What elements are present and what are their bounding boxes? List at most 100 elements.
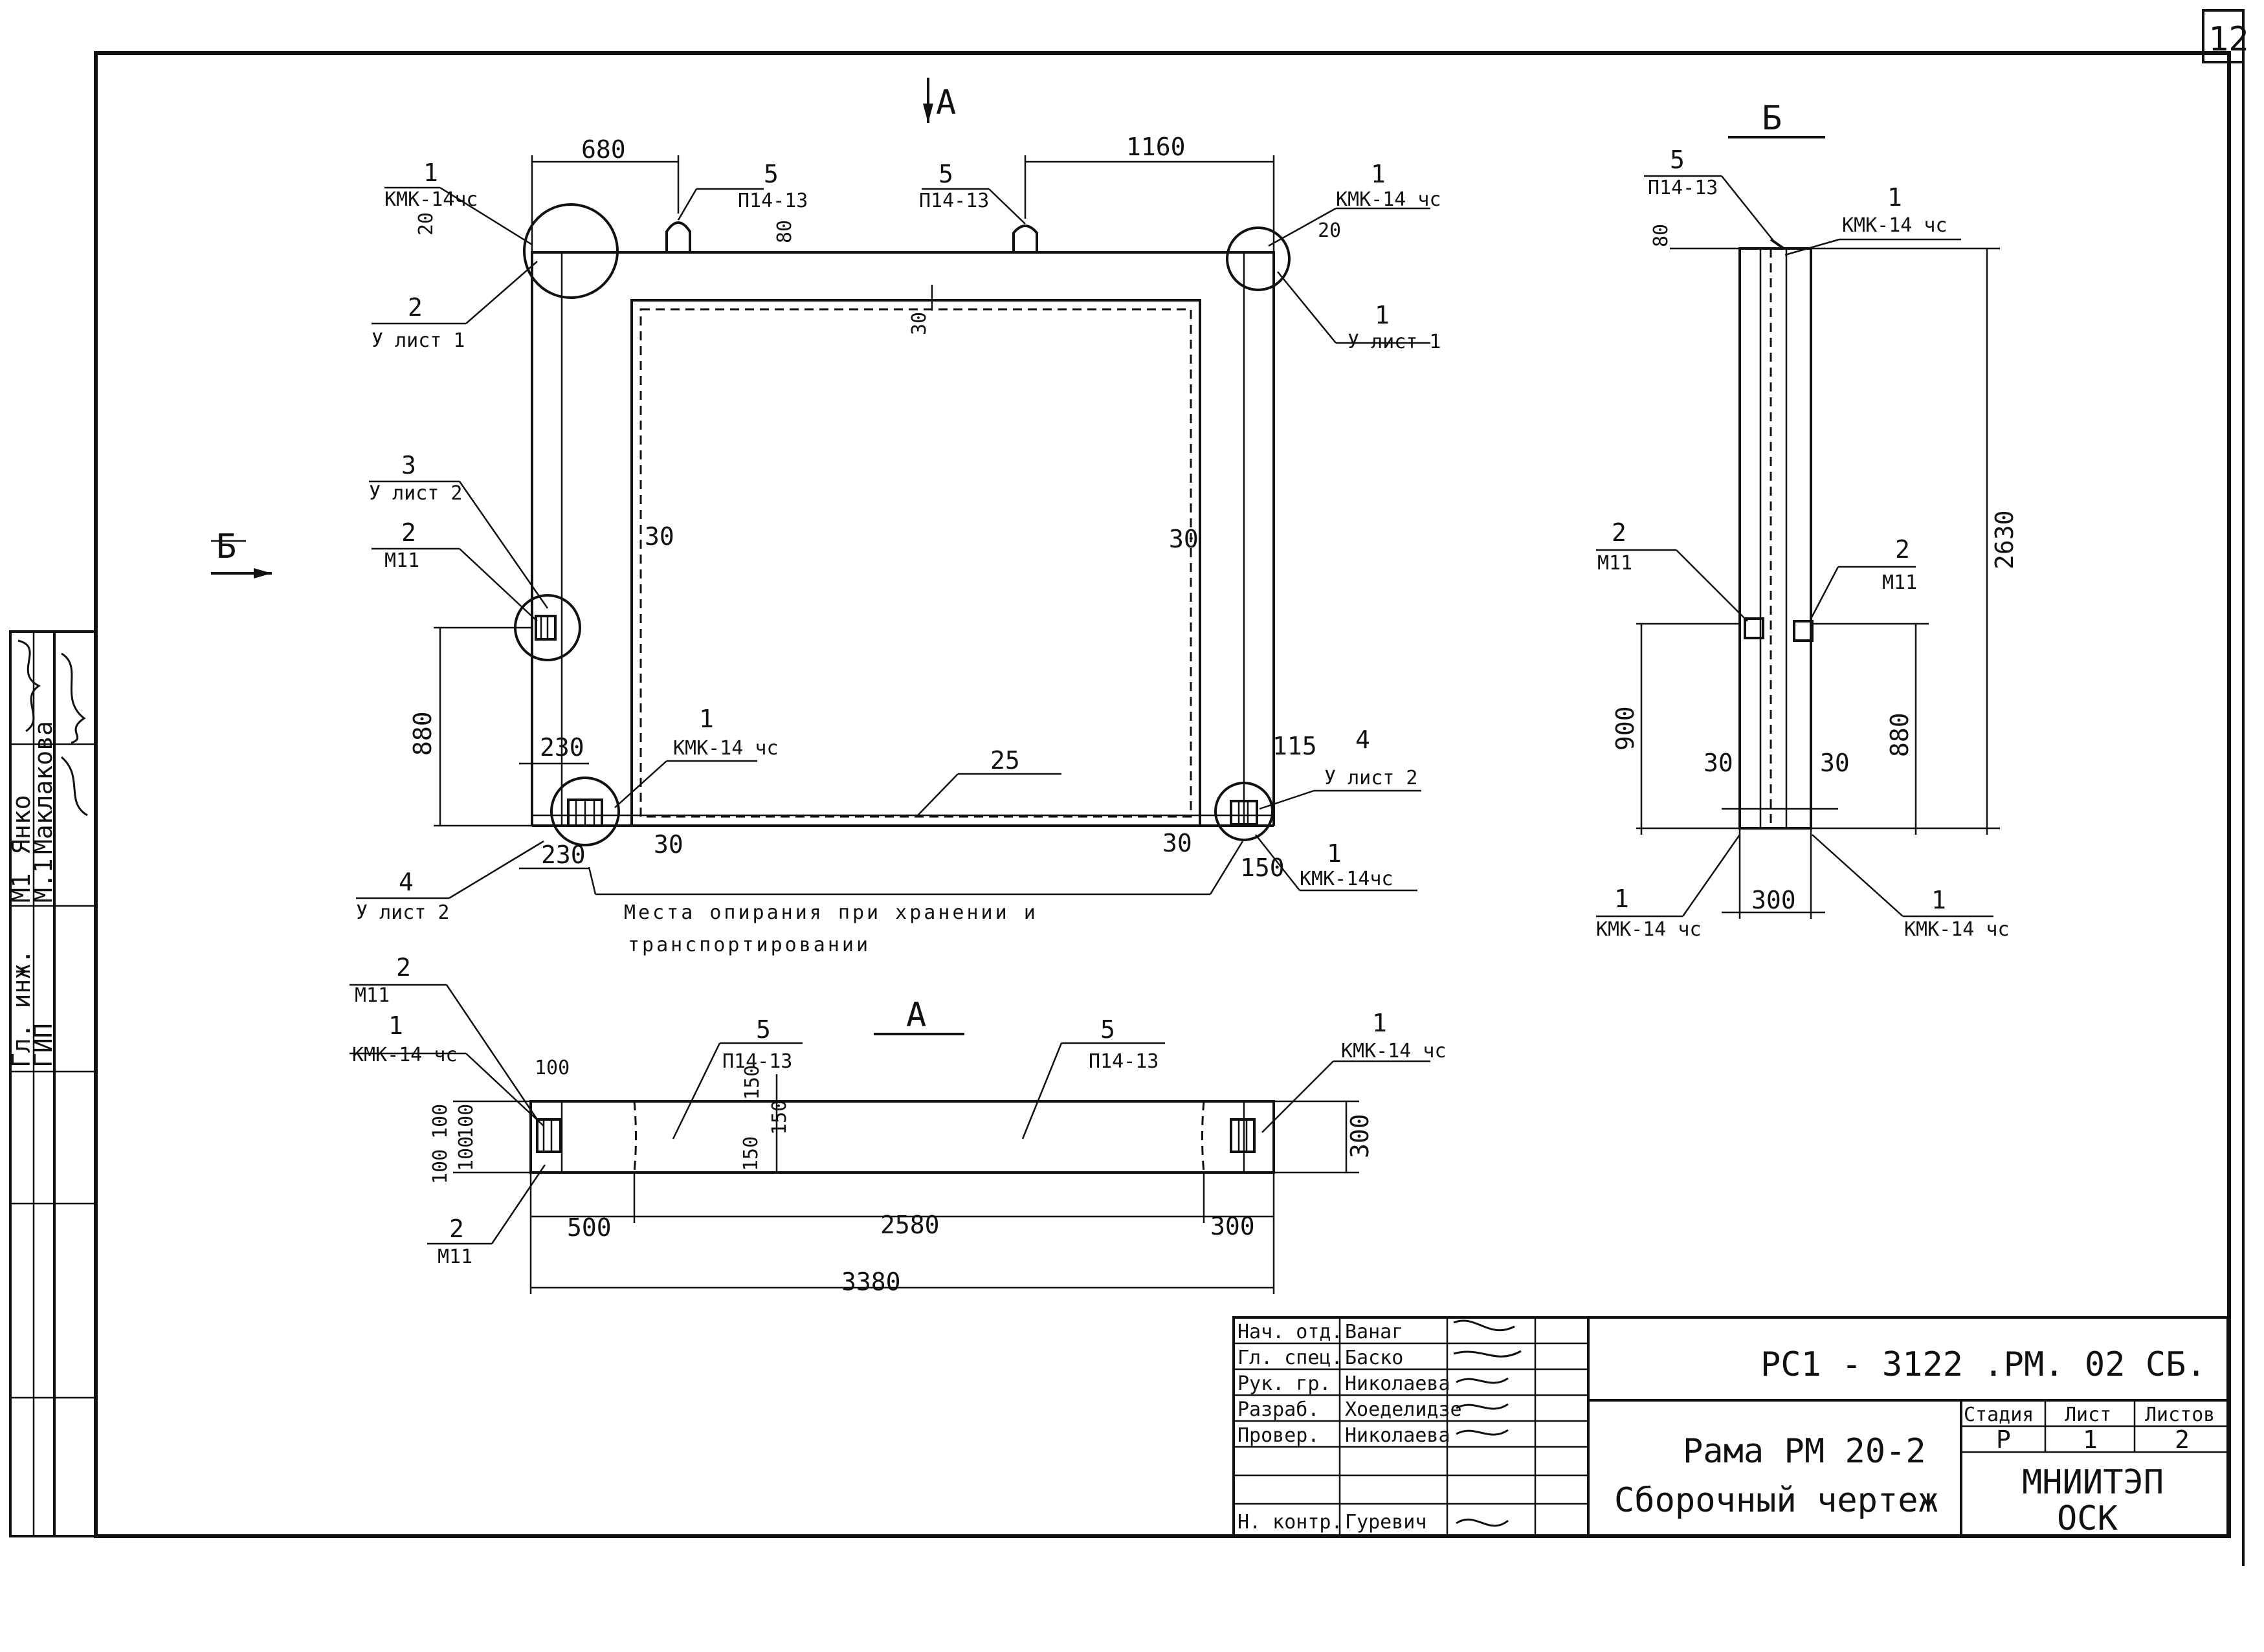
section-b-dim-30-right: 30: [1820, 749, 1850, 777]
callout-4-br-num: 4: [1355, 725, 1370, 754]
section-a-title: А: [906, 996, 926, 1035]
title-name-3: Николаева: [1345, 1372, 1450, 1395]
title-role-4: Разраб.: [1237, 1398, 1319, 1421]
dim-880: 880: [408, 711, 437, 756]
sheet-value: 1: [2083, 1426, 2098, 1454]
organization-line-2: ОСК: [2057, 1499, 2118, 1538]
section-b-callout-2-right-num: 2: [1895, 535, 1910, 564]
section-b-dim-30-left: 30: [1704, 749, 1733, 777]
dim-1160: 1160: [1126, 133, 1186, 161]
callout-1-tl-label: КМК-14чс: [384, 188, 478, 211]
callout-2-tl-num: 2: [408, 293, 423, 322]
storage-note-line-1: Места опирания при хранении и: [624, 901, 1038, 924]
title-block: [1232, 1316, 2229, 1537]
side-stamp: [9, 630, 97, 1537]
callout-1-tr-label: КМК-14 чс: [1336, 188, 1441, 211]
section-a-callout-1-num: 1: [388, 1011, 403, 1040]
section-a-callout-1-label: КМК-14 чс: [352, 1044, 458, 1066]
section-b-callout-5-label: П14-13: [1648, 177, 1718, 199]
title-role-5: Провер.: [1237, 1424, 1319, 1447]
section-a-callout-2-top-label: М11: [355, 984, 390, 1007]
section-b-callout-2-left-num: 2: [1612, 518, 1626, 547]
callout-1-tr2-label: У лист 1: [1348, 331, 1441, 353]
section-a-callout-5-right-num: 5: [1100, 1015, 1115, 1044]
frame-front-view: [211, 78, 1430, 899]
callout-4-bl-num: 4: [399, 868, 414, 896]
section-a-callout-5-left-label: П14-13: [722, 1050, 792, 1073]
callout-5-right-label: П14-13: [919, 190, 989, 212]
section-a-dim-500: 500: [567, 1213, 612, 1242]
sheets-value: 2: [2175, 1426, 2190, 1454]
callout-3-label: У лист 2: [369, 482, 463, 505]
section-b-callout-5-num: 5: [1670, 146, 1685, 174]
section-b-callout-1-top-num: 1: [1887, 183, 1902, 212]
section-a-dim-300-right: 300: [1346, 1114, 1374, 1158]
section-a-dim-150-bottom: 150: [740, 1136, 762, 1171]
sheet-header: Лист: [2065, 1404, 2111, 1426]
section-a-dim-300-bottom: 300: [1210, 1212, 1255, 1240]
callout-1-bl-num: 1: [699, 705, 714, 733]
title-role-8: Н. контр.: [1237, 1511, 1343, 1534]
section-a-view: [350, 984, 1430, 1294]
section-a-dim-100-top: 100: [535, 1057, 570, 1079]
drawing-name-line-1: Рама РМ 20-2: [1683, 1432, 1926, 1471]
dim-115: 115: [1272, 732, 1317, 760]
section-b-dim-880: 880: [1885, 712, 1914, 757]
section-a-dim-150-mid: 150: [768, 1100, 791, 1135]
dim-230-top: 230: [540, 733, 584, 762]
section-a-callout-1-right-label: КМК-14 чс: [1341, 1040, 1447, 1063]
section-b-dim-80: 80: [1650, 224, 1672, 247]
section-a-dim-100d: 100: [429, 1149, 452, 1184]
section-a-callout-5-right-label: П14-13: [1089, 1050, 1159, 1073]
dim-20-left: 20: [415, 212, 438, 236]
dim-20-right: 20: [1318, 219, 1341, 242]
title-name-8: Гуревич: [1345, 1511, 1426, 1534]
section-a-dim-100c: 100: [429, 1104, 452, 1139]
drawing-designation: РС1 - 3122 .РМ. 02 СБ.: [1760, 1345, 2206, 1384]
dim-230-bottom: 230: [541, 841, 586, 869]
side-stamp-sheet-2: М.1: [29, 858, 58, 903]
callout-4-bl-label: У лист 2: [356, 901, 450, 924]
callout-2-m-num: 2: [401, 518, 416, 547]
section-b-callout-1-top-label: КМК-14 чс: [1842, 214, 1948, 237]
title-role-2: Гл. спец.: [1237, 1347, 1343, 1369]
section-a-callout-2-top-num: 2: [396, 953, 411, 982]
section-b-dim-2630: 2630: [1990, 510, 2019, 569]
callout-1-br-label: КМК-14чс: [1300, 868, 1393, 890]
stage-header: Стадия: [1964, 1404, 2034, 1426]
callout-1-tr2-num: 1: [1375, 301, 1390, 329]
callout-5-right-num: 5: [938, 160, 953, 188]
view-b-arrow-label: Б: [216, 527, 236, 566]
section-a-dim-100a: 100: [455, 1104, 478, 1139]
side-stamp-name-1: Янко: [7, 795, 36, 854]
dim-30-bottom-right: 30: [1162, 829, 1192, 857]
callout-5-left-label: П14-13: [738, 190, 808, 212]
section-b-callout-2-left-label: М11: [1597, 552, 1632, 575]
section-a-callout-2-bottom-num: 2: [449, 1215, 464, 1243]
title-name-5: Николаева: [1345, 1424, 1450, 1447]
section-b-callout-1-bottom-left-num: 1: [1614, 885, 1629, 913]
sheet-frame: [94, 9, 2245, 1566]
section-a-dim-100b: 100: [455, 1136, 478, 1171]
sheet-number: 12: [2208, 20, 2249, 59]
dim-80: 80: [773, 220, 796, 243]
dim-30-top: 30: [908, 312, 931, 335]
title-name-2: Баско: [1345, 1347, 1403, 1369]
section-b-dim-300: 300: [1751, 886, 1796, 914]
section-b-title: Б: [1762, 99, 1782, 138]
callout-5-left-num: 5: [764, 160, 779, 188]
title-role-1: Нач. отд.: [1237, 1321, 1343, 1343]
title-name-1: Ванаг: [1345, 1321, 1403, 1343]
title-name-4: Хоеделидзе: [1345, 1398, 1462, 1421]
section-b-callout-1-bottom-left-label: КМК-14 чс: [1596, 918, 1702, 941]
section-b-dim-900: 900: [1611, 706, 1639, 751]
section-b-view: [1596, 136, 2000, 919]
section-b-callout-1-bottom-right-num: 1: [1931, 886, 1946, 914]
side-stamp-sheet-1: М1: [7, 873, 36, 903]
section-a-callout-5-left-num: 5: [756, 1015, 771, 1044]
callout-2-tl-label: У лист 1: [372, 329, 465, 352]
dim-30-right: 30: [1169, 525, 1199, 553]
callout-1-br-num: 1: [1327, 839, 1342, 868]
storage-note-line-2: транспортировании: [628, 934, 871, 956]
